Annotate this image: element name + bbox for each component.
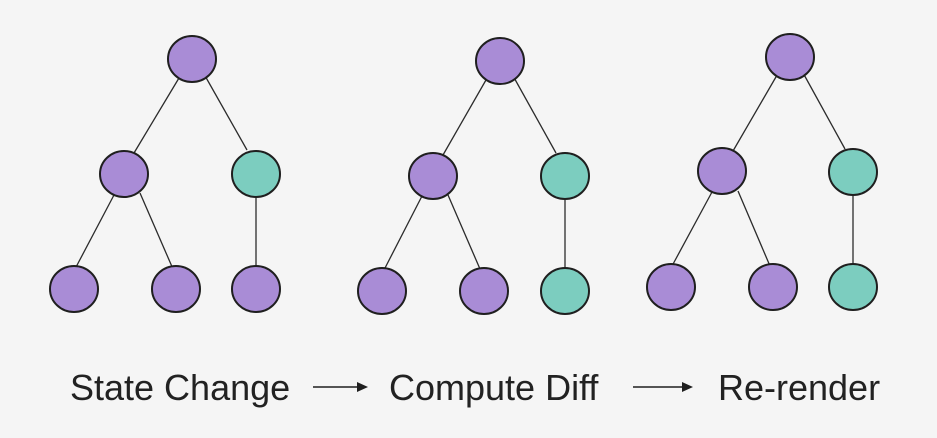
edge <box>511 73 557 154</box>
arrow-head <box>357 382 368 392</box>
tree-node-left-right <box>748 263 798 311</box>
tree-state-change <box>49 35 281 313</box>
tree-node-left <box>99 150 149 198</box>
arrow-2 <box>633 382 693 392</box>
tree-node-root <box>475 37 525 85</box>
label-compute-diff: Compute Diff <box>389 367 599 408</box>
edge <box>442 72 491 156</box>
tree-node-right-child <box>828 263 878 311</box>
edge <box>737 190 771 267</box>
edge <box>203 73 248 151</box>
edge <box>74 194 115 270</box>
edge <box>139 192 174 270</box>
edge <box>732 69 781 152</box>
tree-node-left-right <box>151 265 201 313</box>
edge <box>447 194 481 270</box>
tree-node-right <box>231 150 281 198</box>
tree-node-left-right <box>459 267 509 315</box>
label-re-render: Re-render <box>718 367 881 408</box>
tree-node-left <box>697 147 747 195</box>
edge <box>133 72 183 154</box>
arrow-head <box>682 382 693 392</box>
edge <box>671 191 713 267</box>
tree-node-right-child <box>540 267 590 315</box>
tree-node-right-child <box>231 265 281 313</box>
tree-node-root <box>167 35 217 83</box>
tree-node-right <box>540 152 590 200</box>
edge <box>801 70 846 150</box>
tree-node-right <box>828 148 878 196</box>
tree-re-render <box>646 33 878 311</box>
tree-compute-diff <box>357 37 590 315</box>
tree-node-left-left <box>646 263 696 311</box>
tree-node-left <box>408 152 458 200</box>
tree-node-left-left <box>49 265 99 313</box>
arrow-1 <box>313 382 368 392</box>
tree-node-root <box>765 33 815 81</box>
label-state-change: State Change <box>70 367 291 408</box>
edge <box>383 195 423 271</box>
tree-node-left-left <box>357 267 407 315</box>
